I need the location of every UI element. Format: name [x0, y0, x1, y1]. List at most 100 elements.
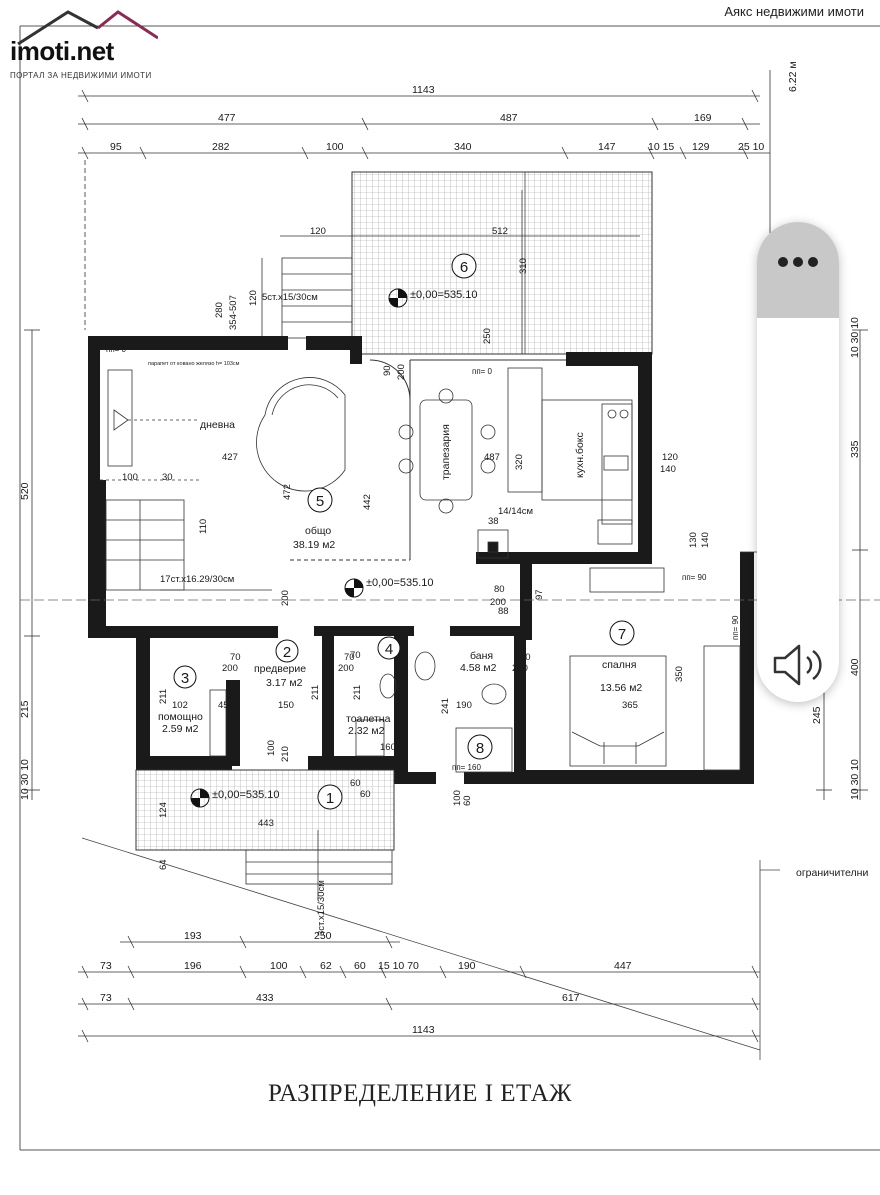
- dim-200b: 200: [490, 597, 506, 608]
- railing-note: парапет от ковано желязо h= 103см: [148, 361, 240, 367]
- entrance-terrace-1: [135, 769, 395, 851]
- stairs-inner-label: 17ст.х16.29/30см: [160, 574, 234, 585]
- terrace-6: [351, 171, 653, 355]
- room-8-number: 8: [476, 740, 484, 757]
- media-player-panel[interactable]: [757, 222, 839, 702]
- room-7-name: спалня: [602, 659, 636, 671]
- room-1-number: 1: [326, 790, 334, 807]
- stairs-entry: [245, 830, 393, 900]
- dim-130: 130: [688, 532, 699, 548]
- dim-124: 124: [158, 802, 169, 818]
- pp90-a: пп= 90: [682, 573, 707, 582]
- room-4-number: 4: [385, 641, 393, 658]
- dim-80: 80: [494, 584, 505, 595]
- dim-bottom-r2-5: 60: [354, 960, 366, 972]
- dim-200f: 200: [280, 590, 291, 606]
- dim-bottom-r3-1: 73: [100, 992, 112, 1004]
- room-5-name: общо: [305, 525, 331, 537]
- dim-120b: 120: [248, 290, 259, 306]
- dining-label: трапезария: [440, 424, 452, 480]
- dim-350: 350: [674, 666, 685, 682]
- stairs-top-label: 5ст.х15/30см: [262, 292, 318, 303]
- bedroom-furniture: [569, 567, 741, 771]
- room-2-name: предверие: [254, 663, 306, 675]
- room-5-number: 5: [316, 493, 324, 510]
- bathroom-fixtures: [209, 651, 513, 773]
- dim-bottom-r3-3: 617: [562, 992, 580, 1004]
- dim-512: 512: [492, 226, 508, 237]
- dim-210: 210: [280, 746, 291, 762]
- imoti-logo[interactable]: [8, 8, 168, 88]
- living-label: дневна: [200, 419, 235, 431]
- stair-small-label: 14/14см: [498, 506, 533, 517]
- pp90-b: пп= 90: [731, 615, 740, 640]
- dim-left-215: 215: [19, 700, 31, 718]
- logo-subtitle: ПОРТАЛ ЗА НЕДВИЖИМИ ИМОТИ: [10, 71, 152, 80]
- dim-top-r3-8: 25 10: [738, 141, 764, 153]
- room-3-area: 2.59 м2: [162, 723, 199, 735]
- dim-top-r3-2: 282: [212, 141, 230, 153]
- pp160: пп= 160: [452, 763, 481, 772]
- dim-bottom-total: 1143: [412, 1024, 435, 1036]
- dim-60a: 60: [350, 778, 361, 789]
- dim-442: 442: [362, 494, 373, 510]
- dining-table: [398, 388, 496, 514]
- room-number-markers: [173, 253, 635, 810]
- dim-160: 160: [380, 742, 396, 753]
- dim-200e: 200: [338, 663, 354, 674]
- dim-60c: 60: [462, 795, 473, 806]
- dim-140: 140: [660, 464, 676, 475]
- stairs-top: [261, 257, 353, 340]
- room-7-number: 7: [618, 626, 626, 643]
- dim-right-103010-top: 10 30 10: [849, 317, 861, 358]
- level-entrance: ±0,00=535.10: [212, 789, 280, 801]
- walls: [88, 336, 754, 784]
- speaker-icon[interactable]: [771, 642, 825, 688]
- dim-280: 280: [214, 302, 225, 318]
- dim-211a: 211: [158, 689, 169, 704]
- dim-100b: 100: [266, 740, 277, 756]
- dim-bottom-r2-1: 73: [100, 960, 112, 972]
- dim-bottom-r2-7: 190: [458, 960, 476, 972]
- bath-name: баня: [470, 650, 493, 662]
- room-6-number: 6: [460, 259, 468, 276]
- dim-100c: 100: [452, 790, 463, 806]
- dim-365: 365: [622, 700, 638, 711]
- dim-left-520: 520: [19, 482, 31, 500]
- top-dimension-lines: [78, 70, 771, 330]
- dim-100: 100: [122, 472, 138, 483]
- height-mark: 6.22 м: [787, 61, 799, 92]
- dim-top-r3-7: 129: [692, 141, 710, 153]
- dim-top-r3-5: 147: [598, 141, 616, 153]
- player-header: [757, 222, 839, 318]
- room-3-name: помощно: [158, 711, 203, 723]
- dim-102: 102: [172, 700, 188, 711]
- dim-70a: 70: [520, 652, 531, 663]
- dim-bottom-r2-3: 100: [270, 960, 288, 972]
- kitchen-units: [507, 367, 633, 545]
- dim-top-a: 477: [218, 112, 236, 124]
- limit-label: ограничителни: [796, 867, 868, 879]
- dim-bottom-193: 193: [184, 930, 202, 942]
- dim-70c: 70: [344, 652, 355, 663]
- living-furniture: [100, 369, 346, 591]
- dim-right-335: 335: [849, 440, 861, 458]
- dim-70b: 70: [230, 652, 241, 663]
- dim-right-400: 400: [849, 658, 861, 676]
- dim-64: 64: [158, 859, 169, 870]
- dim-bottom-r2-2: 196: [184, 960, 202, 972]
- dim-427: 427: [222, 452, 238, 463]
- dim-211c: 211: [352, 685, 363, 700]
- plan-title: РАЗПРЕДЕЛЕНИЕ I ЕТАЖ: [267, 1080, 573, 1107]
- dim-top-c: 169: [694, 112, 712, 124]
- room-5-area: 38.19 м2: [293, 539, 335, 551]
- dim-bottom-r3-2: 433: [256, 992, 274, 1004]
- room-4-area: 2.32 м2: [348, 725, 385, 737]
- dim-250: 250: [482, 328, 493, 344]
- dim-487: 487: [484, 452, 500, 463]
- dim-top-r3-4: 340: [454, 141, 472, 153]
- dim-bottom-r2-8: 447: [614, 960, 632, 972]
- more-icon[interactable]: [773, 252, 823, 272]
- dim-320: 320: [514, 454, 525, 470]
